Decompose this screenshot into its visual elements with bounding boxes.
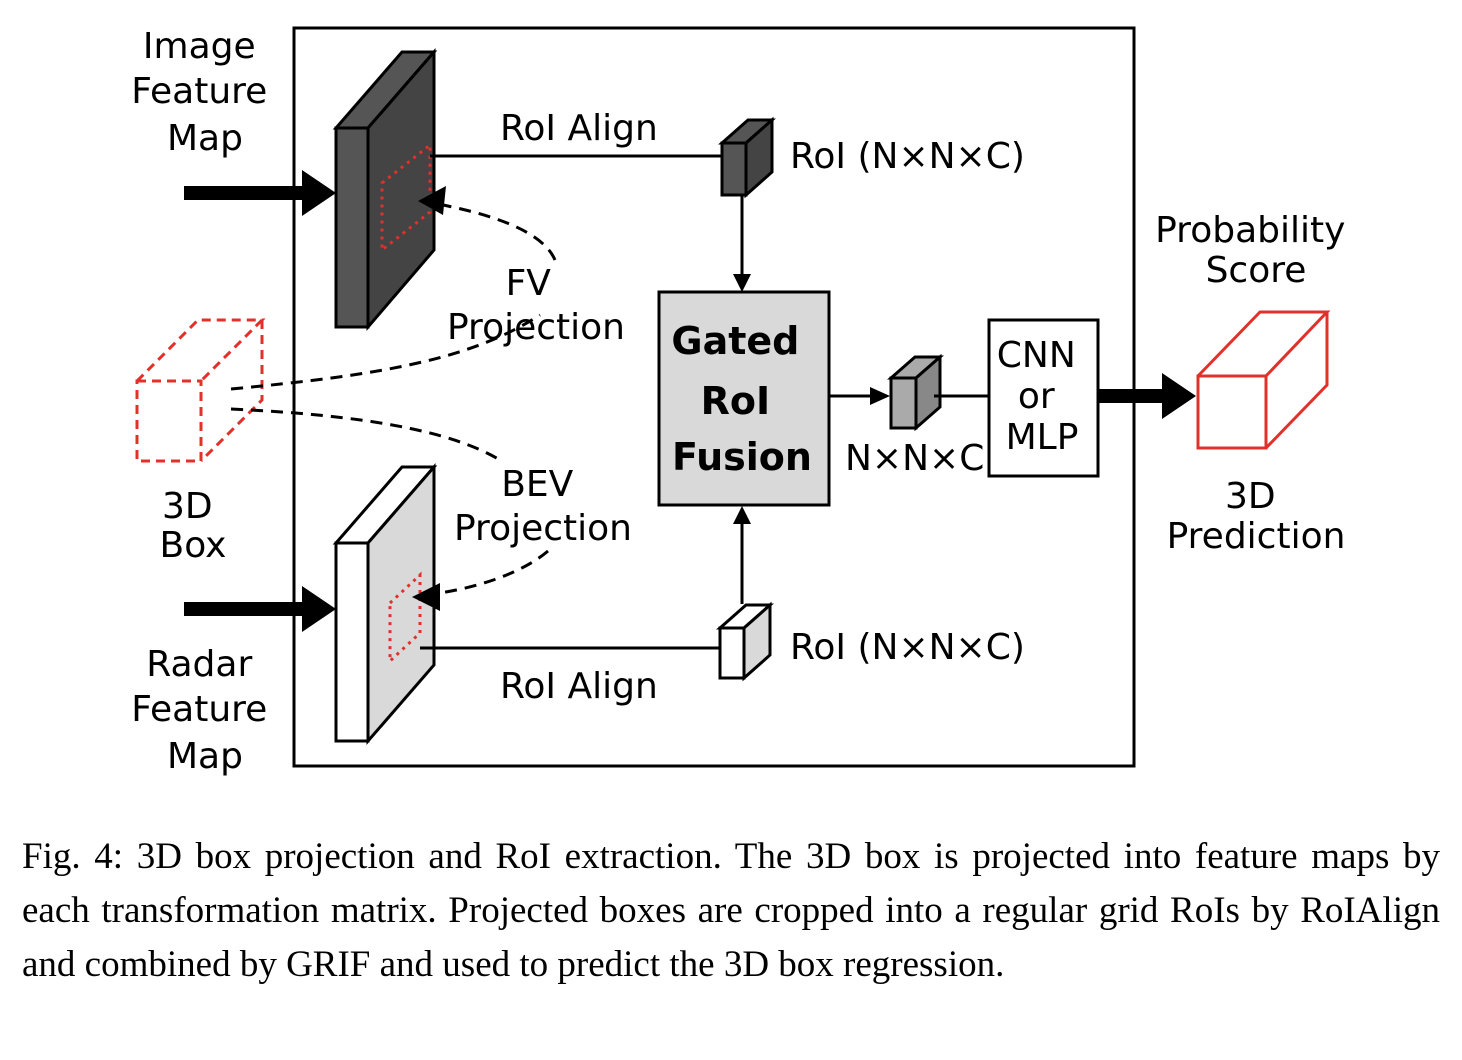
- fv-projection-curve: [230, 313, 541, 391]
- 3d-box-label: 3D Box: [160, 486, 227, 566]
- 3d-prediction-label: 3D Prediction: [1167, 476, 1346, 557]
- gated-roi-fusion-block: [657, 290, 831, 507]
- 3d-prediction-box-icon: [1196, 310, 1331, 450]
- cnn-or-mlp-block: [987, 318, 1100, 478]
- roi-bottom-label: RoI (N×N×C): [790, 627, 1025, 668]
- image-feature-map-label: Image Feature Map: [131, 26, 279, 159]
- fv-projection-curve-upper: [427, 200, 557, 261]
- bev-projection-curve-lower: [424, 549, 549, 597]
- roi-top-label: RoI (N×N×C): [790, 136, 1025, 177]
- nnc-cube: [887, 353, 944, 432]
- gated-roi-fusion-label: Gated RoI Fusion: [671, 319, 812, 479]
- nnc-label: N×N×C: [845, 438, 984, 479]
- cnn-or-mlp-label: CNN or MLP: [997, 335, 1087, 458]
- bev-projection-arrowhead: [412, 583, 440, 611]
- bev-projection-label: BEV Projection: [454, 464, 632, 549]
- probability-score-label: Probability Score: [1155, 210, 1357, 291]
- roi-cube-bottom: [716, 601, 774, 682]
- fv-projection-label: FV Projection: [447, 263, 625, 348]
- 3d-box-icon: [135, 318, 266, 463]
- radar-input-arrow: [184, 586, 336, 632]
- radar-feature-map-slab: [332, 462, 438, 746]
- image-feature-map-slab: [332, 47, 438, 332]
- output-arrow: [1098, 373, 1196, 419]
- fv-projection-arrowhead: [418, 186, 446, 215]
- radar-feature-map-label: Radar Feature Map: [131, 644, 279, 777]
- roi-cube-top: [718, 116, 776, 199]
- roi-fusion-diagram: Image Feature Map Radar Feature Map 3D B…: [131, 26, 1357, 777]
- roi-align-bottom-label: RoI Align: [500, 666, 658, 707]
- figure-caption: Fig. 4: 3D box projection and RoI extrac…: [22, 836, 1440, 985]
- fv-projected-box: [380, 141, 432, 254]
- image-input-arrow: [184, 170, 336, 216]
- bev-projection-curve: [230, 407, 501, 462]
- roi-align-top-label: RoI Align: [500, 108, 658, 149]
